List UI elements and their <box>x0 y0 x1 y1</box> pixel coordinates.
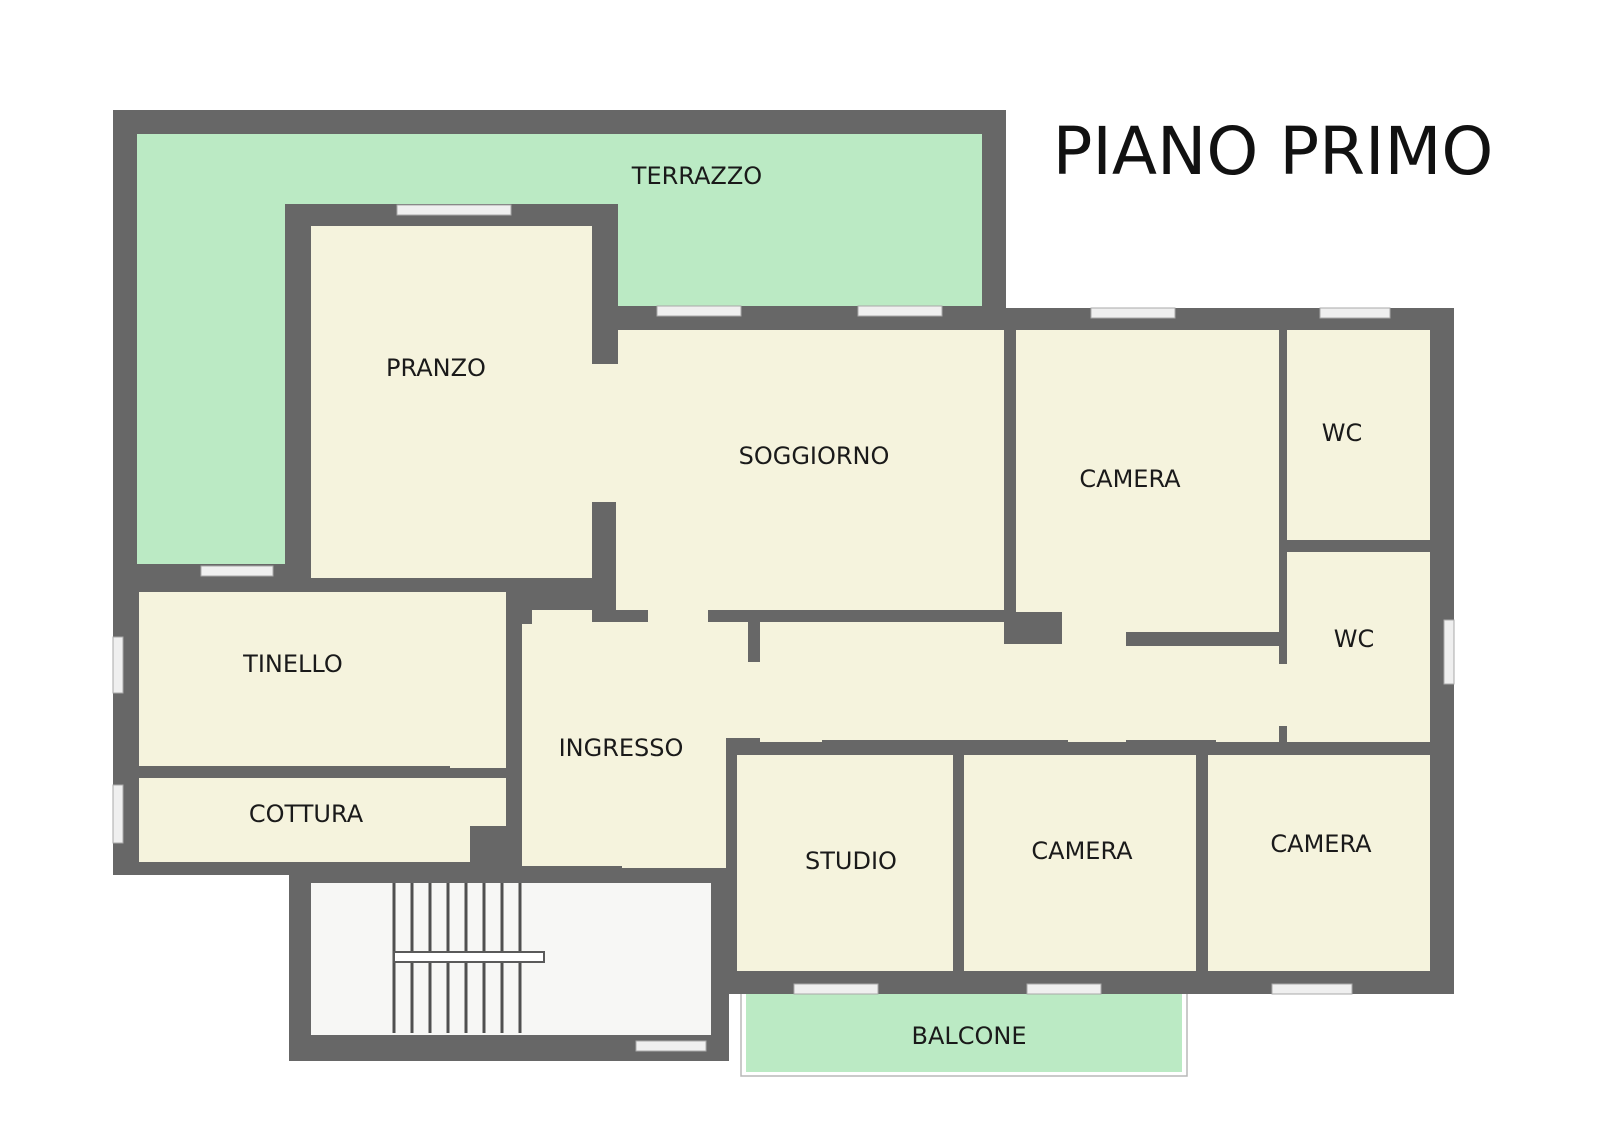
room-label-balcone: BALCONE <box>911 1022 1026 1050</box>
stairwell <box>289 875 729 1061</box>
room-label-terrazzo: TERRAZZO <box>631 162 762 190</box>
room-label-soggiorno: SOGGIORNO <box>739 442 890 470</box>
window <box>1319 307 1391 319</box>
stair-handrail <box>393 951 545 963</box>
window <box>1026 983 1102 995</box>
balcony-area <box>740 989 1188 1077</box>
terrace-area <box>113 110 1006 570</box>
window <box>656 305 742 317</box>
floor-title: PIANO PRIMO <box>1053 113 1494 190</box>
room-labels: TERRAZZO PRANZO SOGGIORNO CAMERA WC WC T… <box>242 162 1374 1050</box>
room-label-ingresso: INGRESSO <box>559 734 684 762</box>
room-label-camera-3: CAMERA <box>1270 830 1372 858</box>
room-label-tinello: TINELLO <box>242 650 343 678</box>
window <box>200 565 274 577</box>
window <box>793 983 879 995</box>
window <box>1090 307 1176 319</box>
room-label-wc-2: WC <box>1334 625 1375 653</box>
window <box>1271 983 1353 995</box>
room-floors <box>139 226 1430 971</box>
interior-walls <box>139 306 1430 975</box>
room-label-pranzo: PRANZO <box>386 354 486 382</box>
window <box>857 305 943 317</box>
room-label-studio: STUDIO <box>805 847 897 875</box>
window <box>112 636 124 694</box>
window <box>1443 619 1455 685</box>
windows <box>112 204 1455 1052</box>
room-label-wc: WC <box>1322 419 1363 447</box>
window <box>112 784 124 844</box>
window <box>396 204 512 216</box>
room-label-camera: CAMERA <box>1079 465 1181 493</box>
window <box>635 1040 707 1052</box>
room-label-cottura: COTTURA <box>249 800 364 828</box>
room-label-camera-2: CAMERA <box>1031 837 1133 865</box>
